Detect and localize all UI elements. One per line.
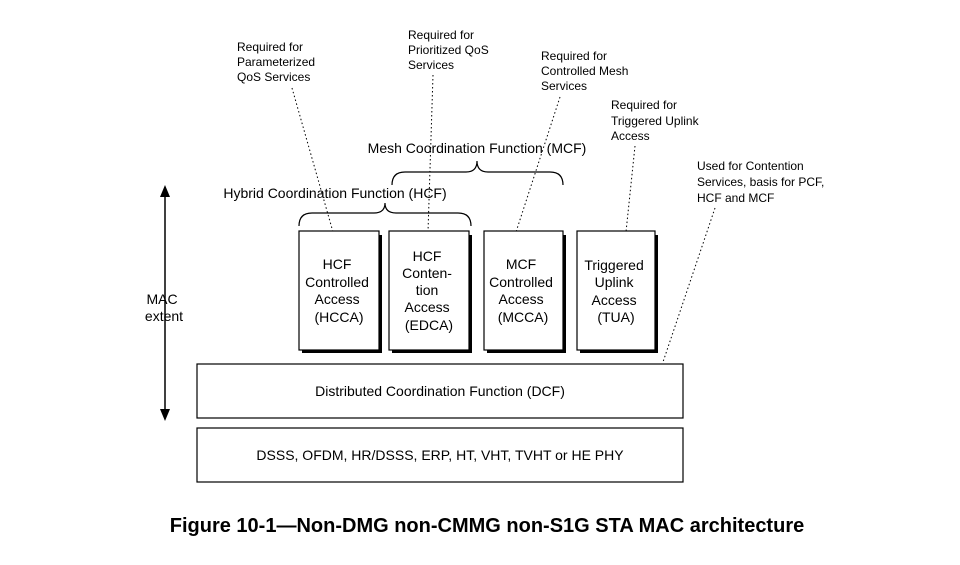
mac-extent-label: MAC extent — [145, 291, 183, 324]
svg-text:HCF Controlled Acc: HCF Controlled Access (HCCA) — [305, 256, 373, 325]
note-controlled-mesh: Required for Controlled Mesh Services — [541, 49, 632, 93]
phy-box: DSSS, OFDM, HR/DSSS, ERP, HT, VHT, TVHT … — [196, 427, 684, 483]
note-prioritized-qos: Required for Prioritized QoS Services — [408, 28, 492, 72]
leader-parameterized-qos — [291, 87, 334, 233]
leader-controlled-mesh — [515, 96, 561, 233]
svg-text:MCF Controlled Acc: MCF Controlled Access (MCCA) — [489, 256, 557, 325]
leader-triggered-uplink — [625, 145, 636, 233]
tua-box: Triggered Uplink Access (TUA) — [576, 230, 658, 353]
hcca-box: HCF Controlled Access (HCCA) — [298, 230, 382, 353]
svg-text:HCF Conten- tion: HCF Conten- tion Access (EDCA) — [402, 248, 456, 333]
mcca-box: MCF Controlled Access (MCCA) — [483, 230, 566, 353]
svg-text:DSSS, OFDM, HR/DSSS, ERP, HT,: DSSS, OFDM, HR/DSSS, ERP, HT, VHT, TVHT … — [256, 447, 624, 463]
hcf-label: Hybrid Coordination Function (HCF) — [223, 185, 446, 201]
leader-contention-services — [662, 207, 716, 363]
note-contention-services: Used for Contention Services, basis for … — [697, 159, 828, 205]
svg-text:Distributed Coordination Funct: Distributed Coordination Function (DCF) — [315, 383, 565, 399]
mcf-label: Mesh Coordination Function (MCF) — [368, 140, 587, 156]
mcf-brace — [391, 160, 564, 186]
dcf-box: Distributed Coordination Function (DCF) — [196, 363, 684, 419]
note-triggered-uplink: Required for Triggered Uplink Access — [611, 98, 702, 143]
hcf-brace — [298, 202, 472, 227]
note-parameterized-qos: Required for Parameterized QoS Services — [237, 40, 318, 84]
figure-caption: Figure 10-1—Non-DMG non-CMMG non-S1G STA… — [170, 515, 804, 537]
mac-extent-arrow — [160, 185, 170, 421]
svg-text:Triggered Uplink A: Triggered Uplink Access (TUA) — [584, 257, 647, 325]
edca-box: HCF Conten- tion Access (EDCA) — [388, 230, 472, 353]
